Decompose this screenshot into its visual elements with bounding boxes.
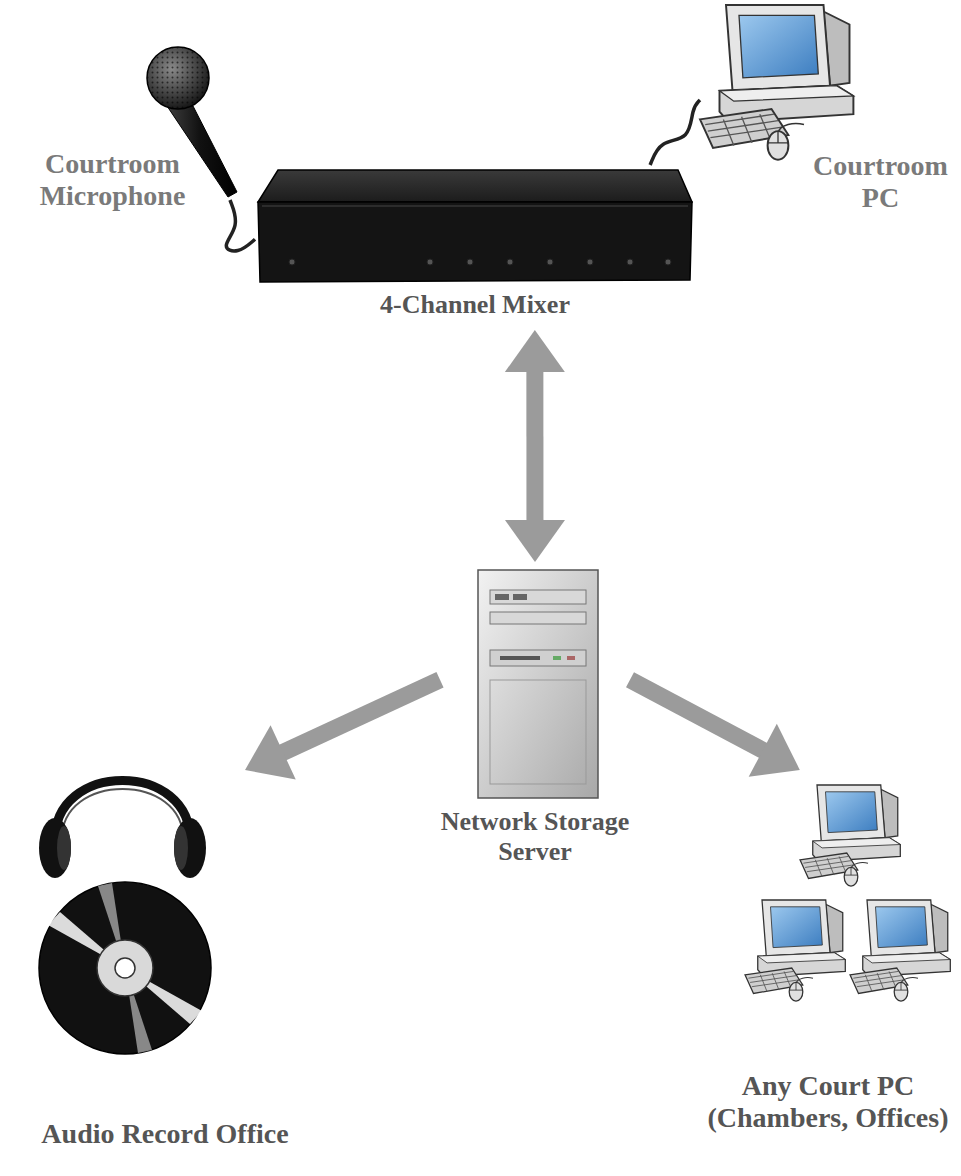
node-label: Courtroom Microphone bbox=[15, 148, 210, 212]
node-label: Network Storage Server bbox=[440, 807, 630, 867]
node-label: 4-Channel Mixer bbox=[255, 290, 695, 320]
flow-arrow bbox=[245, 680, 440, 780]
server-node: Network Storage Server bbox=[440, 562, 630, 892]
arrow-head bbox=[749, 724, 800, 777]
arrow-shaft bbox=[526, 362, 543, 530]
audio-cable bbox=[226, 200, 255, 251]
node-label: Any Court PC (Chambers, Offices) bbox=[700, 1070, 956, 1134]
cable-line bbox=[650, 100, 700, 165]
court-pc-node: Any Court PC (Chambers, Offices) bbox=[700, 770, 956, 1165]
flow-arrow bbox=[505, 330, 565, 562]
arrow-head bbox=[245, 725, 296, 779]
flow-arrow bbox=[630, 680, 800, 777]
arrow-shaft bbox=[630, 680, 772, 755]
arrow-shaft bbox=[274, 680, 440, 757]
arrow-head bbox=[505, 330, 565, 372]
data-cable bbox=[650, 100, 700, 165]
node-label: Audio Record Office bbox=[20, 1118, 310, 1150]
cable-line bbox=[226, 200, 255, 251]
microphone-node: Courtroom Microphone bbox=[15, 20, 230, 245]
mixer-node: 4-Channel Mixer bbox=[255, 165, 695, 330]
arrow-head bbox=[505, 520, 565, 562]
pc-node: Courtroom PC bbox=[700, 5, 956, 230]
office-node: Audio Record Office bbox=[20, 770, 310, 1165]
node-label: Courtroom PC bbox=[808, 150, 953, 214]
